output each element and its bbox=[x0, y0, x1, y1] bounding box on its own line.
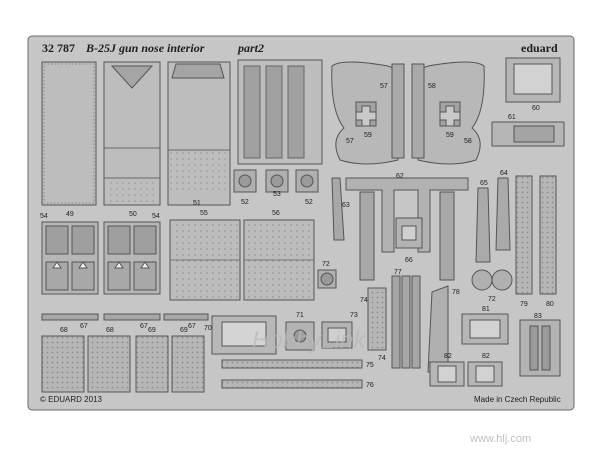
part-label-69b: 69 bbox=[180, 327, 188, 334]
fret-title: B-25J gun nose interior bbox=[85, 41, 205, 55]
part-52-left bbox=[233, 169, 257, 193]
part-label-67b: 67 bbox=[140, 323, 148, 330]
part-76 bbox=[221, 379, 363, 389]
part-54-right bbox=[103, 221, 161, 295]
part-label-83: 83 bbox=[534, 313, 542, 320]
part-label-54a: 54 bbox=[40, 213, 48, 220]
part-label-67a: 67 bbox=[80, 323, 88, 330]
part-label-49: 49 bbox=[66, 211, 74, 218]
part-label-72a: 72 bbox=[322, 261, 330, 268]
part-label-59a: 59 bbox=[364, 132, 372, 139]
part-58-strip bbox=[411, 63, 425, 159]
part-label-57b: 57 bbox=[346, 138, 354, 145]
part-label-65: 65 bbox=[480, 180, 488, 187]
part-71 bbox=[285, 321, 315, 351]
fret-code: 32 787 bbox=[42, 41, 75, 55]
part-label-76: 76 bbox=[366, 382, 374, 389]
part-label-79: 79 bbox=[520, 301, 528, 308]
part-label-75: 75 bbox=[366, 362, 374, 369]
part-label-53: 53 bbox=[273, 191, 281, 198]
part-68-right bbox=[87, 335, 131, 393]
part-68-left bbox=[41, 335, 85, 393]
part-66 bbox=[395, 217, 423, 249]
part-65 bbox=[475, 187, 491, 263]
part-label-57a: 57 bbox=[380, 83, 388, 90]
part-label-78: 78 bbox=[452, 289, 460, 296]
part-56 bbox=[243, 219, 315, 301]
part-57-strip bbox=[391, 63, 405, 159]
part-75 bbox=[221, 359, 363, 369]
part-63 bbox=[331, 177, 345, 241]
part-label-52a: 52 bbox=[241, 199, 249, 206]
part-label-72b: 72 bbox=[488, 296, 496, 303]
part-62-frame bbox=[345, 177, 469, 281]
part-72-left bbox=[317, 269, 337, 289]
part-label-56: 56 bbox=[272, 210, 280, 217]
part-83 bbox=[519, 319, 561, 377]
part-label-74a: 74 bbox=[360, 297, 368, 304]
part-70 bbox=[211, 315, 277, 355]
copyright-text: © EDUARD 2013 bbox=[40, 395, 102, 404]
part-58-curved bbox=[417, 61, 485, 165]
part-49 bbox=[41, 61, 97, 206]
part-label-68a: 68 bbox=[60, 327, 68, 334]
part-74-upper bbox=[367, 287, 387, 351]
part-73 bbox=[321, 321, 353, 349]
part-61 bbox=[491, 121, 565, 147]
watermark-brand: HobbyLink bbox=[252, 327, 367, 354]
brand-logo: eduard bbox=[521, 41, 558, 55]
part-label-64: 64 bbox=[500, 170, 508, 177]
watermark-url: www.hlj.com bbox=[469, 433, 531, 445]
part-52-right bbox=[295, 169, 319, 193]
part-label-58b: 58 bbox=[464, 138, 472, 145]
part-label-68b: 68 bbox=[106, 327, 114, 334]
part-label-51: 51 bbox=[193, 200, 201, 207]
part-label-58a: 58 bbox=[428, 83, 436, 90]
part-60 bbox=[505, 57, 561, 103]
part-label-61: 61 bbox=[508, 114, 516, 121]
part-label-80: 80 bbox=[546, 301, 554, 308]
part-67-strips bbox=[41, 313, 209, 321]
part-label-71: 71 bbox=[296, 312, 304, 319]
part-label-74b: 74 bbox=[378, 355, 386, 362]
part-64 bbox=[495, 177, 511, 251]
part-label-66: 66 bbox=[405, 257, 413, 264]
part-79 bbox=[515, 175, 533, 295]
part-77 bbox=[391, 275, 421, 369]
origin-text: Made in Czech Republic bbox=[474, 395, 561, 404]
part-69-left bbox=[135, 335, 169, 393]
part-57-curved bbox=[331, 61, 399, 165]
part-label-77: 77 bbox=[394, 269, 402, 276]
part-label-55: 55 bbox=[200, 210, 208, 217]
part-55 bbox=[169, 219, 241, 301]
part-label-59b: 59 bbox=[446, 132, 454, 139]
fret-part: part2 bbox=[237, 41, 264, 55]
part-label-81a: 81 bbox=[482, 306, 490, 313]
part-82-left bbox=[429, 361, 465, 387]
part-label-54b: 54 bbox=[152, 213, 160, 220]
part-81-lower bbox=[461, 313, 509, 345]
part-80 bbox=[539, 175, 557, 295]
part-82-right bbox=[467, 361, 503, 387]
slotted-panel bbox=[237, 59, 323, 165]
part-label-82a: 82 bbox=[444, 353, 452, 360]
part-label-70: 70 bbox=[204, 325, 212, 332]
part-label-62: 62 bbox=[396, 173, 404, 180]
part-label-50: 50 bbox=[129, 211, 137, 218]
part-label-67c: 67 bbox=[188, 323, 196, 330]
part-69-right bbox=[171, 335, 205, 393]
part-label-73: 73 bbox=[350, 312, 358, 319]
part-54-left bbox=[41, 221, 99, 295]
part-label-82b: 82 bbox=[482, 353, 490, 360]
part-label-52b: 52 bbox=[305, 199, 313, 206]
part-72-right bbox=[471, 269, 513, 291]
part-51 bbox=[167, 61, 231, 206]
part-53 bbox=[265, 169, 289, 193]
part-label-63: 63 bbox=[342, 202, 350, 209]
part-label-69a: 69 bbox=[148, 327, 156, 334]
part-label-60: 60 bbox=[532, 105, 540, 112]
part-50 bbox=[103, 61, 161, 206]
